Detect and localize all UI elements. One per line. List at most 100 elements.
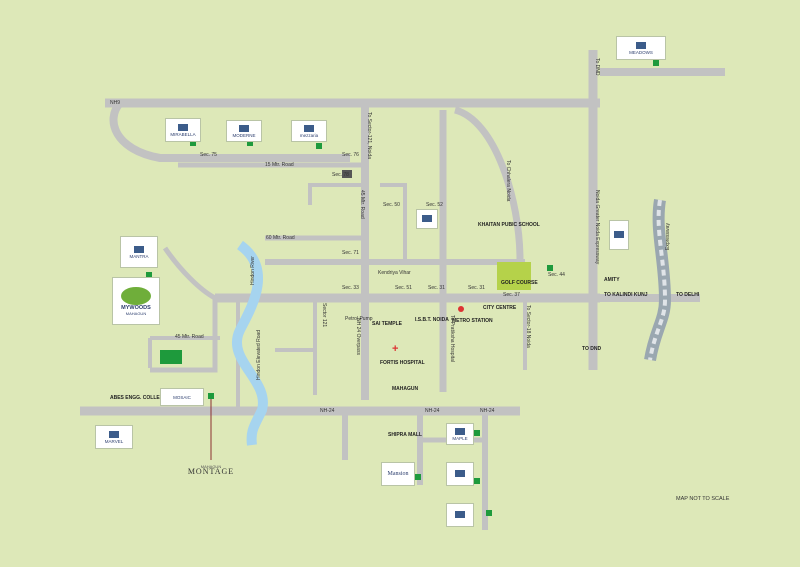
poi-khaitan-school: KHAITAN PUBIC SCHOOL	[478, 222, 540, 228]
road-label-60mtr: 60 Mtr. Road	[266, 235, 295, 241]
metro-station-dot	[458, 306, 464, 312]
logo-mezzaria-text: mezzaria	[299, 132, 319, 138]
logo-mansion[interactable]: Mansion	[381, 462, 415, 486]
sector-31b: Sec. 31	[468, 285, 485, 291]
road-label-expressway: Expressway	[665, 223, 671, 250]
logo-meadows-text: MEADOWS	[629, 49, 653, 55]
sector-78: Sec. 78	[332, 172, 349, 178]
sector-76: Sec. 76	[342, 152, 359, 158]
logo-maple[interactable]: MAPLE	[446, 423, 474, 445]
road-label-nh24-c: NH-24	[480, 408, 495, 414]
road-label-chhalera: To Chhalera Noida	[505, 160, 511, 202]
road-label-petrol-pump: Petrol Pump	[345, 316, 373, 322]
building-icon	[134, 245, 144, 253]
sector-71: Sec. 71	[342, 250, 359, 256]
poi-shipra-mall: SHIPRA MALL	[388, 432, 422, 438]
building-icon	[239, 124, 249, 132]
road-label-to-dnd-v: To DND	[594, 58, 600, 76]
logo-mantra[interactable]: MANTRA	[120, 236, 158, 268]
logo-moderne[interactable]: MODERNE	[226, 120, 262, 142]
golf-course-area	[497, 262, 531, 290]
road-label-hindon-elevated: Hindon Elevated Road	[256, 329, 262, 380]
marker-mantra	[146, 272, 152, 278]
tree-icon	[121, 286, 151, 305]
marker-maple	[474, 478, 480, 484]
dir-to-delhi: TO DELHI	[676, 292, 700, 298]
poi-metro-station: METRO STATION	[452, 318, 493, 324]
logo-mansion-text: Mansion	[387, 470, 409, 477]
road-sec75-loop	[109, 100, 350, 162]
logo-mahagun-3[interactable]	[446, 503, 474, 527]
road-label-nh9: NH9	[110, 100, 121, 106]
road-label-15mtr: 15 Mtr. Road	[265, 162, 294, 168]
building-icon	[636, 41, 646, 49]
poi-golf-course: GOLF COURSE	[501, 280, 538, 286]
marker-mosaic	[486, 510, 492, 516]
marker-sec76	[342, 170, 352, 178]
logo-mywoods[interactable]: MYWOODS MAHAGUN	[112, 277, 160, 325]
logo-central[interactable]	[416, 209, 438, 229]
yamuna-river-line	[648, 199, 668, 361]
logo-mirabella[interactable]: MIRABELLA	[165, 118, 201, 142]
road-label-hindon-river: Hindon River	[250, 256, 256, 285]
fortis-cross: +	[392, 343, 398, 355]
road-left-loop	[150, 246, 218, 373]
poi-isbt-noida: I.S.B.T. NOIDA	[415, 317, 449, 323]
mywoods-site	[160, 350, 182, 364]
road-central-small-2	[380, 183, 407, 262]
road-label-nh24-a: NH-24	[320, 408, 335, 414]
hindon-river	[232, 240, 268, 446]
road-label-nh24-overpass: NH 24 Overpass	[355, 318, 361, 355]
marker-mansion	[415, 474, 421, 480]
logo-marvel[interactable]: MARVEL	[95, 425, 133, 449]
poi-city-centre: CITY CENTRE	[483, 305, 517, 311]
marker-amity	[547, 265, 553, 271]
sector-75: Sec. 75	[200, 152, 217, 158]
logo-mezzaria[interactable]: mezzaria	[291, 120, 327, 142]
building-icon	[455, 427, 465, 435]
road-label-45mtr: 45 Mtr. Road	[359, 190, 365, 219]
road-label-45mtr-2: 45 Mtr. Road	[175, 334, 204, 340]
sector-31: Sec. 31	[428, 285, 445, 291]
logo-montage[interactable]: MAHAGUN MONTAGE	[185, 458, 237, 480]
road-label-sector121-b: Sector 121	[321, 303, 327, 328]
sector-51: Sec. 51	[395, 285, 412, 291]
logo-moderne-text: MODERNE	[232, 132, 256, 138]
building-icon	[109, 430, 119, 438]
poi-mahagun: MAHAGUN	[392, 386, 419, 392]
dir-to-dnd: TO DND	[582, 346, 602, 352]
poi-fortis-hospital: FORTIS HOSPITAL	[380, 360, 425, 366]
building-icon	[178, 123, 188, 131]
building-icon	[614, 231, 624, 238]
logo-montage-text: MONTAGE	[187, 467, 235, 476]
poi-sai-temple: SAI TEMPLE	[372, 321, 403, 327]
building-icon	[422, 215, 432, 222]
road-central-small	[308, 183, 365, 205]
logo-mywoods-text: MYWOODS	[121, 304, 151, 311]
building-icon	[304, 124, 314, 132]
sector-44: Sec. 44	[548, 272, 565, 278]
road-label-to-sector18: To Sector-18 Noida	[525, 305, 531, 348]
dir-to-kalindi-kunj: TO KALINDI KUNJ	[604, 292, 648, 298]
logo-maple-text: MAPLE	[452, 435, 468, 441]
logo-mywoods-sub: MAHAGUN	[125, 310, 147, 316]
logo-meadows[interactable]: MEADOWS	[616, 36, 666, 60]
sector-37: Sec. 37	[503, 292, 520, 298]
road-nh9-branch	[453, 106, 524, 261]
logo-mahagun-2[interactable]	[446, 462, 474, 486]
logo-mosaic-text: MOSAIC	[173, 394, 191, 400]
sector-52: Sec. 52	[426, 202, 443, 208]
montage-marker	[208, 393, 214, 399]
logo-mosaic[interactable]: MOSAIC	[160, 388, 204, 406]
marker-mirabella	[190, 140, 196, 146]
logo-marvel-text: MARVEL	[104, 438, 124, 444]
sector-33: Sec. 33	[342, 285, 359, 291]
marker-moderne	[247, 140, 253, 146]
road-label-sector121: To Sector-121, Noida	[366, 112, 372, 159]
logo-right-school[interactable]	[609, 220, 629, 250]
building-icon	[455, 511, 465, 518]
logo-mantra-text: MANTRA	[129, 253, 149, 259]
kendriya-vihar: Kendriya Vihar	[378, 270, 411, 276]
